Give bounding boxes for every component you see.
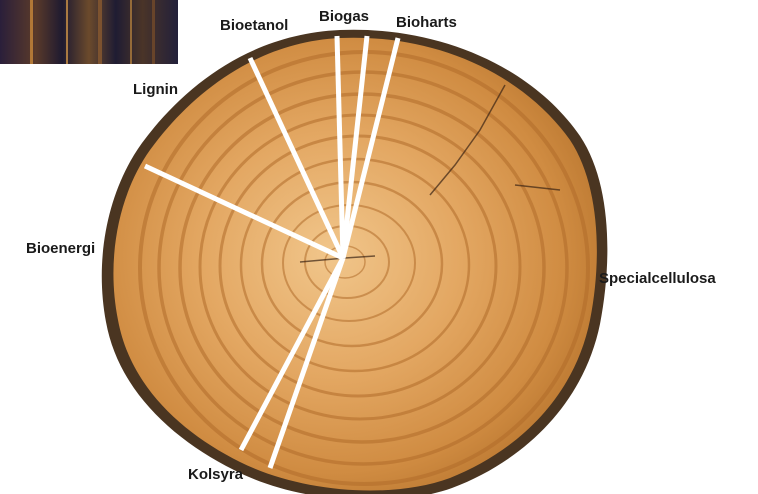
- label-lignin: Lignin: [133, 82, 178, 97]
- label-bioharts: Bioharts: [396, 15, 457, 30]
- label-bioenergi: Bioenergi: [26, 241, 95, 256]
- label-kolsyra: Kolsyra: [188, 467, 243, 482]
- thumbnail-image: [0, 0, 178, 64]
- label-bioetanol: Bioetanol: [220, 18, 288, 33]
- label-biogas: Biogas: [319, 9, 369, 24]
- label-specialcellulosa: Specialcellulosa: [599, 271, 716, 286]
